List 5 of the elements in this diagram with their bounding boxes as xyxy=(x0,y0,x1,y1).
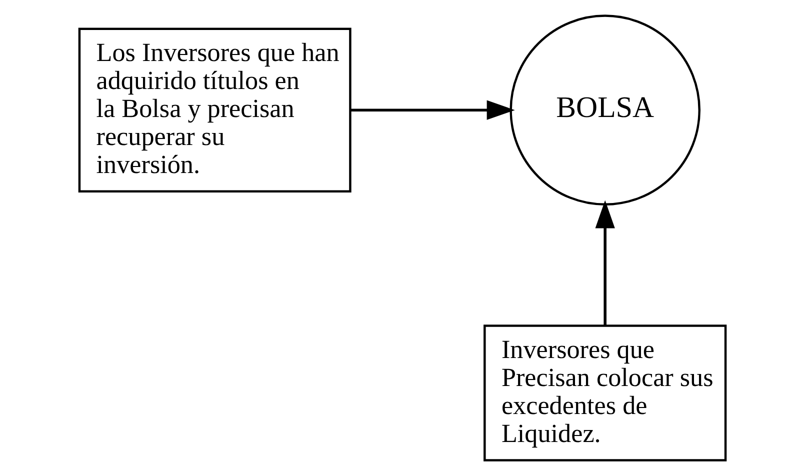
arrow xyxy=(594,200,614,326)
node-box: Inversores que Precisan colocar sus excedentes de Liquidez. xyxy=(483,324,726,462)
node-circle: BOLSA xyxy=(509,14,700,206)
node-box: Los Inversores que han adquirido títulos en la Bolsa y precisan recuperar su inversión. xyxy=(78,28,351,192)
arrow xyxy=(350,100,514,120)
